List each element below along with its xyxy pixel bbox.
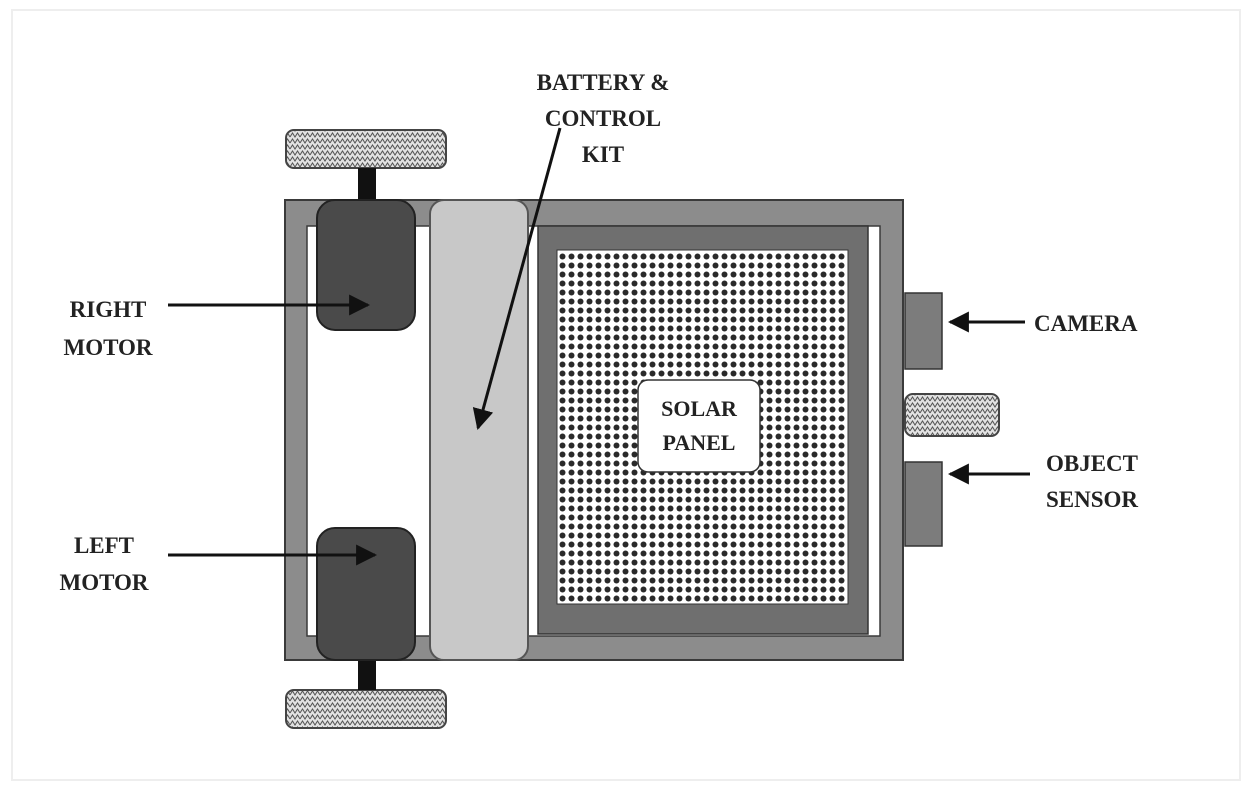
bottom-wheel (285, 689, 447, 729)
camera-block (904, 292, 943, 370)
right-motor-block (316, 199, 416, 331)
battery-label-line-3: KIT (582, 142, 624, 167)
camera-label: CAMERA (1034, 311, 1138, 336)
battery-control-kit-block (429, 199, 529, 661)
object-sensor-label-line-2: SENSOR (1046, 487, 1138, 512)
front-caster-wheel (904, 393, 1000, 437)
solar-panel-label-line-1: SOLAR (661, 396, 738, 421)
left-motor-label-line-2: MOTOR (59, 570, 148, 595)
left-motor-label-line-1: LEFT (74, 533, 134, 558)
battery-label-line-2: CONTROL (545, 106, 661, 131)
object-sensor-label-line-1: OBJECT (1046, 451, 1138, 476)
right-motor-label-line-2: MOTOR (63, 335, 152, 360)
battery-arrow (472, 127, 562, 431)
battery-label-line-1: BATTERY & (537, 70, 670, 95)
object-sensor-block (904, 461, 943, 547)
image-border (11, 9, 1241, 781)
left-motor-block (316, 527, 416, 661)
solar-panel-label-line-2: PANEL (663, 430, 736, 455)
solar-panel-label-box (637, 379, 761, 473)
top-wheel (285, 129, 447, 169)
right-motor-label-line-1: RIGHT (70, 297, 147, 322)
